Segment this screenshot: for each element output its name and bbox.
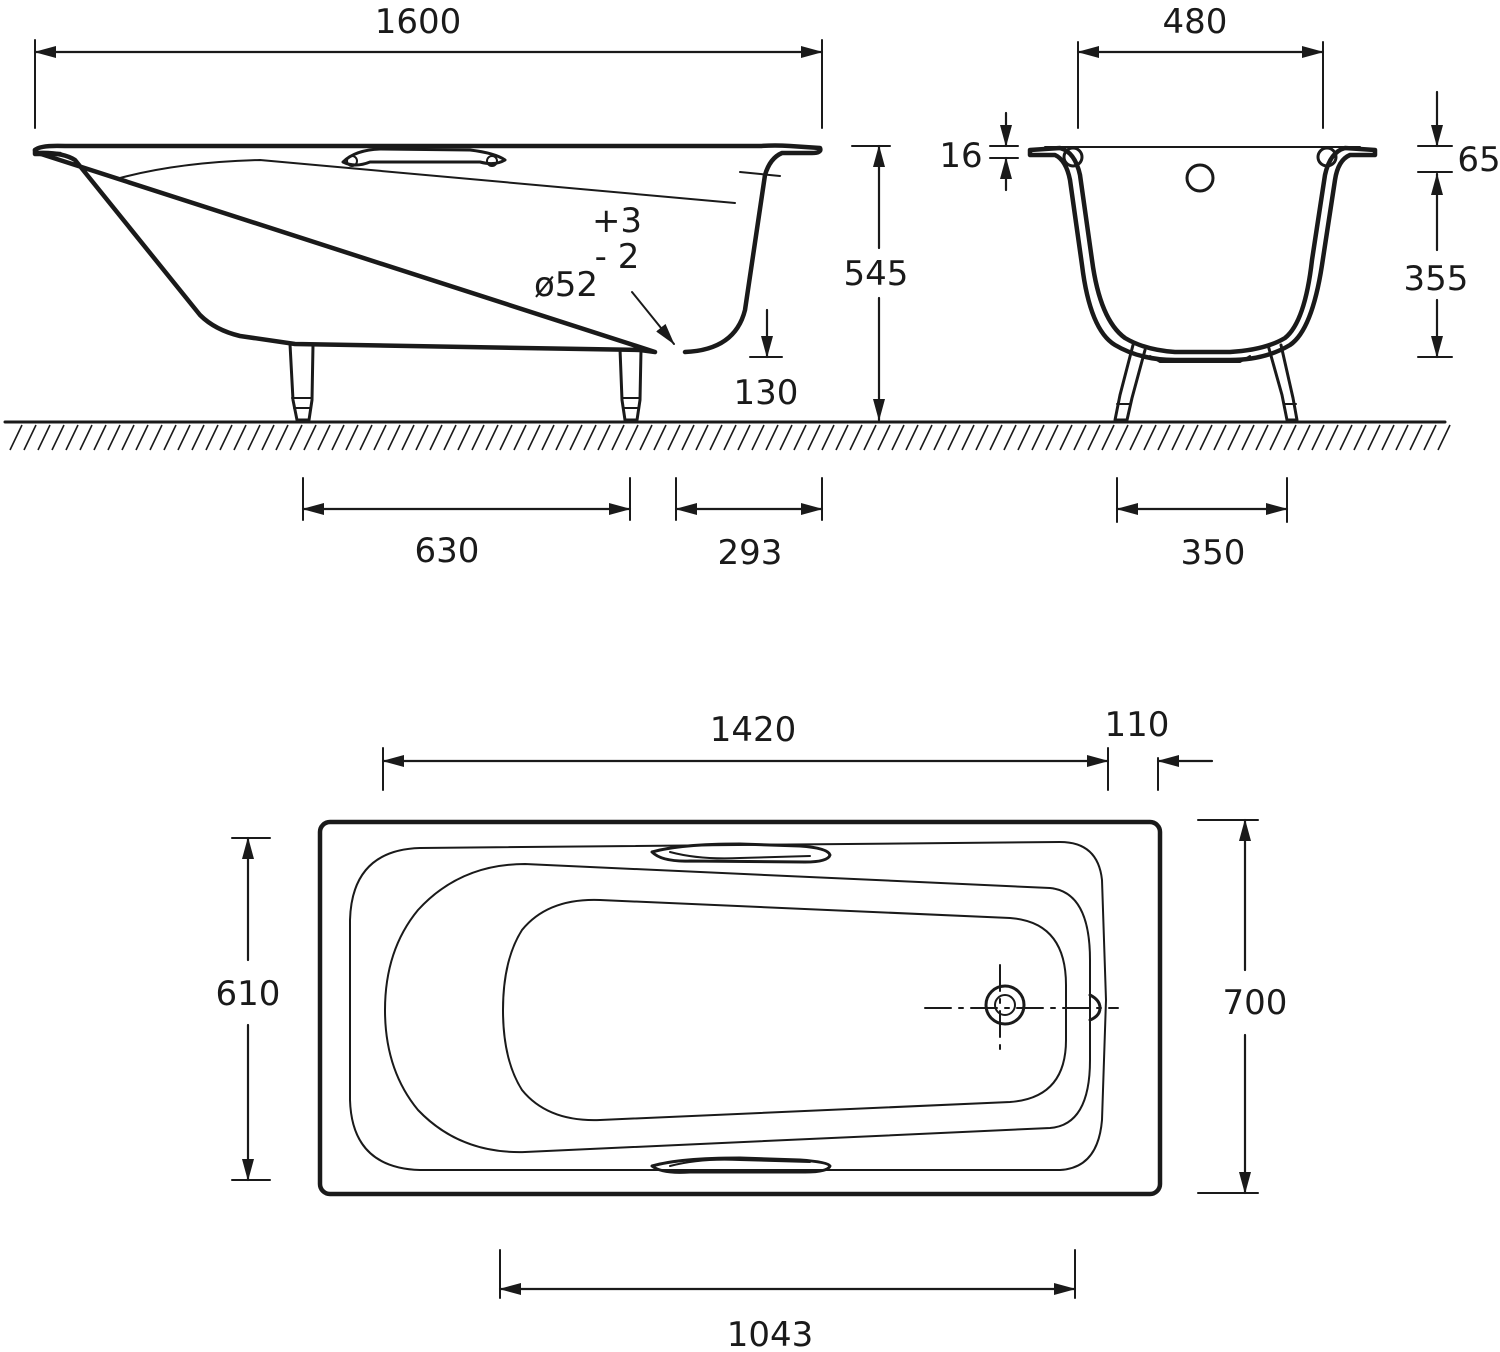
side-view-leg-right	[618, 347, 643, 422]
dim-inner-width: 610	[216, 836, 281, 1182]
side-view-leg-left	[288, 342, 315, 422]
dim-inner-depth: 355	[1404, 172, 1469, 359]
dim-inner-length: 1420	[381, 710, 1110, 791]
side-view: 1600 545 130 +3 - 2 ø52 630	[32, 2, 909, 573]
dim-height: 545	[844, 144, 909, 422]
plan-view-basin-outer	[384, 863, 1091, 1154]
dim-outer-width: 700	[1197, 818, 1288, 1195]
dim-top-width-label: 480	[1163, 2, 1228, 42]
dim-drain-height: 130	[734, 308, 799, 413]
dim-plan-drain-offset: 110	[1105, 705, 1214, 791]
dim-rim-depth-label: 65	[1457, 140, 1500, 180]
plan-view-handle-bottom	[650, 1156, 832, 1174]
dim-drain-height-label: 130	[734, 373, 799, 413]
plan-view-basin-floor	[502, 898, 1067, 1122]
dim-leg-spacing-label: 630	[415, 531, 480, 571]
dim-end-leg-spacing: 350	[1115, 477, 1289, 573]
dim-end-leg-spacing-label: 350	[1181, 533, 1246, 573]
plan-view: 1420 110 610 700 1043	[216, 705, 1288, 1352]
end-view: 480 16 65 355 350	[939, 2, 1500, 573]
dim-rim-thickness-label: 16	[939, 136, 982, 176]
dim-handle-spacing: 1043	[498, 1249, 1077, 1352]
dim-height-label: 545	[844, 254, 909, 294]
dim-inner-length-label: 1420	[710, 710, 797, 750]
dim-inner-width-label: 610	[216, 974, 281, 1014]
side-view-tub-outline	[32, 143, 823, 355]
dim-plan-drain-offset-label: 110	[1105, 705, 1170, 745]
floor-line	[3, 420, 1451, 451]
side-view-handle	[341, 147, 507, 167]
dim-overall-length: 1600	[33, 2, 824, 129]
plan-view-drain	[924, 964, 1119, 1053]
tolerance-minus-label: - 2	[595, 237, 640, 277]
drain-diameter-label: ø52	[534, 265, 598, 305]
plan-view-handle-top	[650, 842, 832, 864]
floor-hatching	[9, 424, 1451, 451]
end-view-leg-left	[1113, 343, 1147, 422]
drain-pointer-arrow	[631, 291, 675, 345]
dim-top-width: 480	[1076, 2, 1325, 129]
dim-inner-depth-label: 355	[1404, 259, 1469, 299]
dim-handle-spacing-label: 1043	[727, 1315, 814, 1352]
side-view-inner-line	[119, 159, 736, 204]
dim-rim-depth: 65	[1417, 90, 1500, 180]
dim-overall-length-label: 1600	[375, 2, 462, 42]
end-view-overflow-circle	[1185, 163, 1215, 193]
dim-rim-thickness: 16	[939, 111, 1019, 192]
plan-view-inner-rim	[349, 841, 1107, 1171]
dim-drain-offset-label: 293	[718, 533, 783, 573]
dim-drain-offset: 293	[674, 477, 824, 573]
dim-leg-spacing: 630	[301, 477, 632, 571]
end-view-leg-right	[1266, 343, 1299, 422]
end-view-tub-outline	[1027, 145, 1378, 363]
tolerance-plus-label: +3	[592, 201, 642, 241]
dim-outer-width-label: 700	[1223, 983, 1288, 1023]
plan-view-outer-rim	[317, 819, 1163, 1197]
